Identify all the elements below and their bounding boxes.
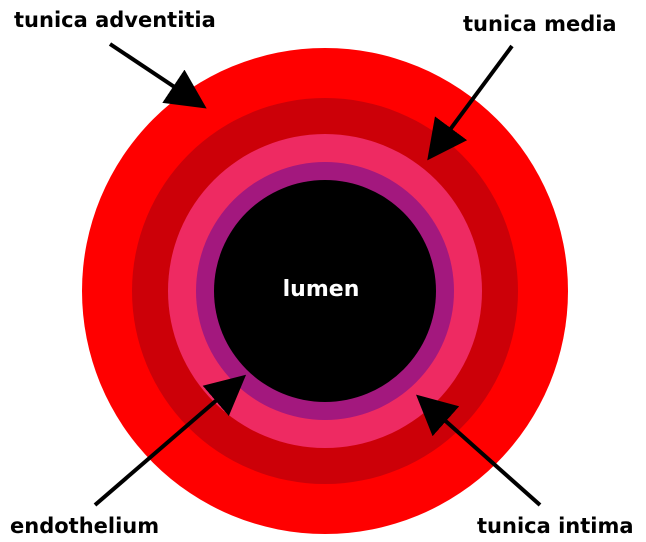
tunica-intima-label: tunica intima (477, 516, 634, 537)
tunica-adventitia-arrow (110, 44, 200, 104)
tunica-media-label: tunica media (463, 14, 617, 35)
lumen-label: lumen (283, 279, 360, 301)
tunica-adventitia-label: tunica adventitia (14, 10, 216, 31)
endothelium-label: endothelium (10, 516, 159, 537)
